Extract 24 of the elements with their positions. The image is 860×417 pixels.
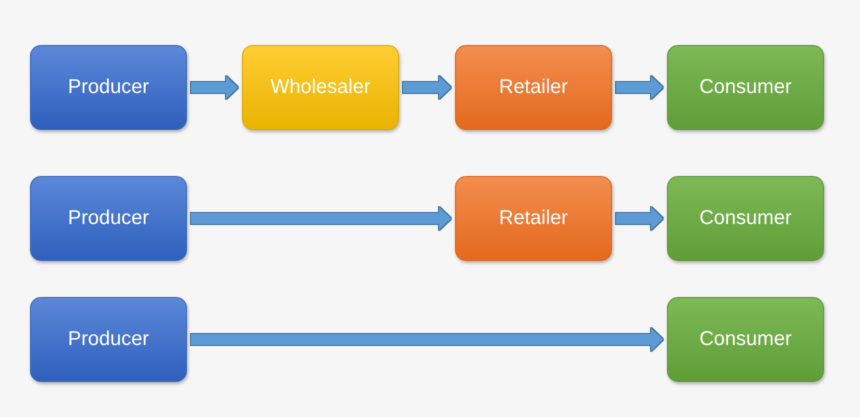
arrow (191, 207, 451, 230)
node-label: Consumer (699, 328, 792, 351)
node-label: Retailer (499, 207, 568, 230)
process-box (30, 297, 187, 382)
process-box (455, 45, 612, 130)
arrow (191, 76, 238, 99)
arrow (191, 328, 663, 351)
node-label: Retailer (499, 76, 568, 99)
process-box (30, 45, 187, 130)
process-box (667, 45, 824, 130)
node-label: Consumer (699, 76, 792, 99)
arrow (616, 76, 663, 99)
process-box (242, 45, 399, 130)
process-box (455, 176, 612, 261)
node-label: Producer (68, 328, 150, 351)
node-label: Producer (68, 207, 150, 230)
arrow (616, 207, 663, 230)
node-label: Wholesaler (270, 76, 371, 99)
arrow (403, 76, 451, 99)
process-box (667, 176, 824, 261)
process-box (30, 176, 187, 261)
process-box (667, 297, 824, 382)
node-label: Producer (68, 76, 150, 99)
node-label: Consumer (699, 207, 792, 230)
